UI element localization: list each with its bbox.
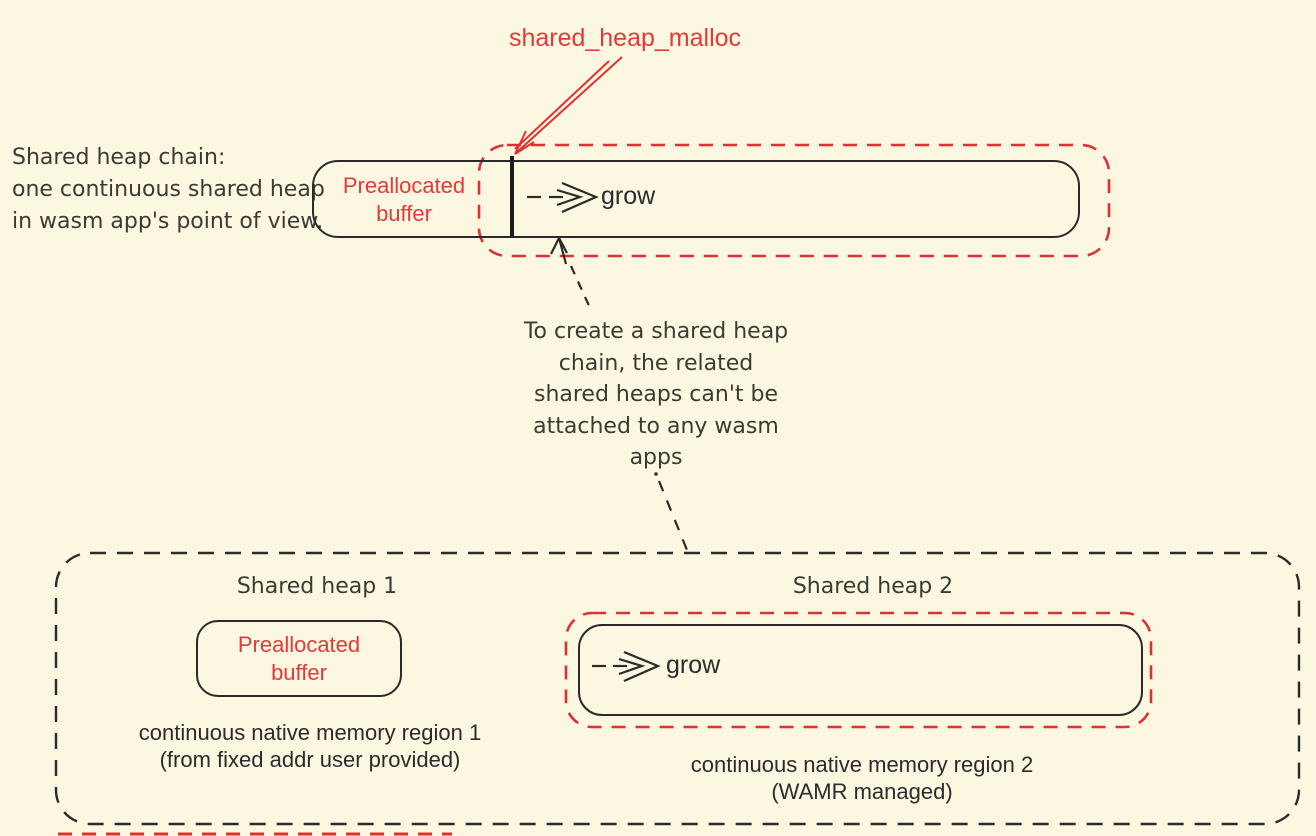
preallocated-buffer-label-top: Preallocated buffer [328,172,480,228]
preallocated-buffer-line: Preallocated [237,631,361,657]
shared-heap1-caption: continuous native memory region 1 (from … [135,719,485,773]
intro-line: Shared heap chain: [12,145,226,170]
intro-line: one continuous shared heap [12,177,325,202]
shared-heap-chain-rect [312,160,1080,238]
preallocated-buffer-line: Preallocated [342,173,466,198]
caption-line: (WAMR managed) [771,779,953,804]
caption-line: continuous native memory region 2 [690,752,1034,777]
up-arrow-icon [550,237,568,265]
note-line: apps [629,445,683,470]
shared-heap1-rect: Preallocated buffer [196,620,402,697]
preallocated-buffer-line: buffer [271,659,327,685]
caption-line: (from fixed addr user provided) [159,747,461,772]
grow-label-top: grow [601,182,656,210]
heap-boundary-divider [510,156,514,237]
note-line: chain, the related [558,350,754,376]
grow-label-bottom: grow [666,651,721,679]
malloc-arrow-icon [514,56,623,155]
intro-text: Shared heap chain: one continuous shared… [12,142,325,238]
note-line: attached to any wasm [533,413,779,439]
malloc-function-label: shared_heap_malloc [508,24,742,52]
shared-heap2-rect [578,624,1143,716]
caption-line: continuous native memory region 1 [138,720,482,745]
note-line: To create a shared heap [523,319,789,344]
note-text: To create a shared heap chain, the relat… [495,316,817,474]
connector-line-bottom [657,480,689,551]
shared-heap2-title: Shared heap 2 [792,574,954,599]
note-line: shared heaps can't be [533,382,778,407]
preallocated-buffer-line: buffer [376,201,432,226]
shared-heap1-title: Shared heap 1 [236,574,398,599]
intro-line: in wasm app's point of view. [12,209,324,234]
shared-heap2-caption: continuous native memory region 2 (WAMR … [687,751,1037,805]
connector-line-top [569,265,592,309]
